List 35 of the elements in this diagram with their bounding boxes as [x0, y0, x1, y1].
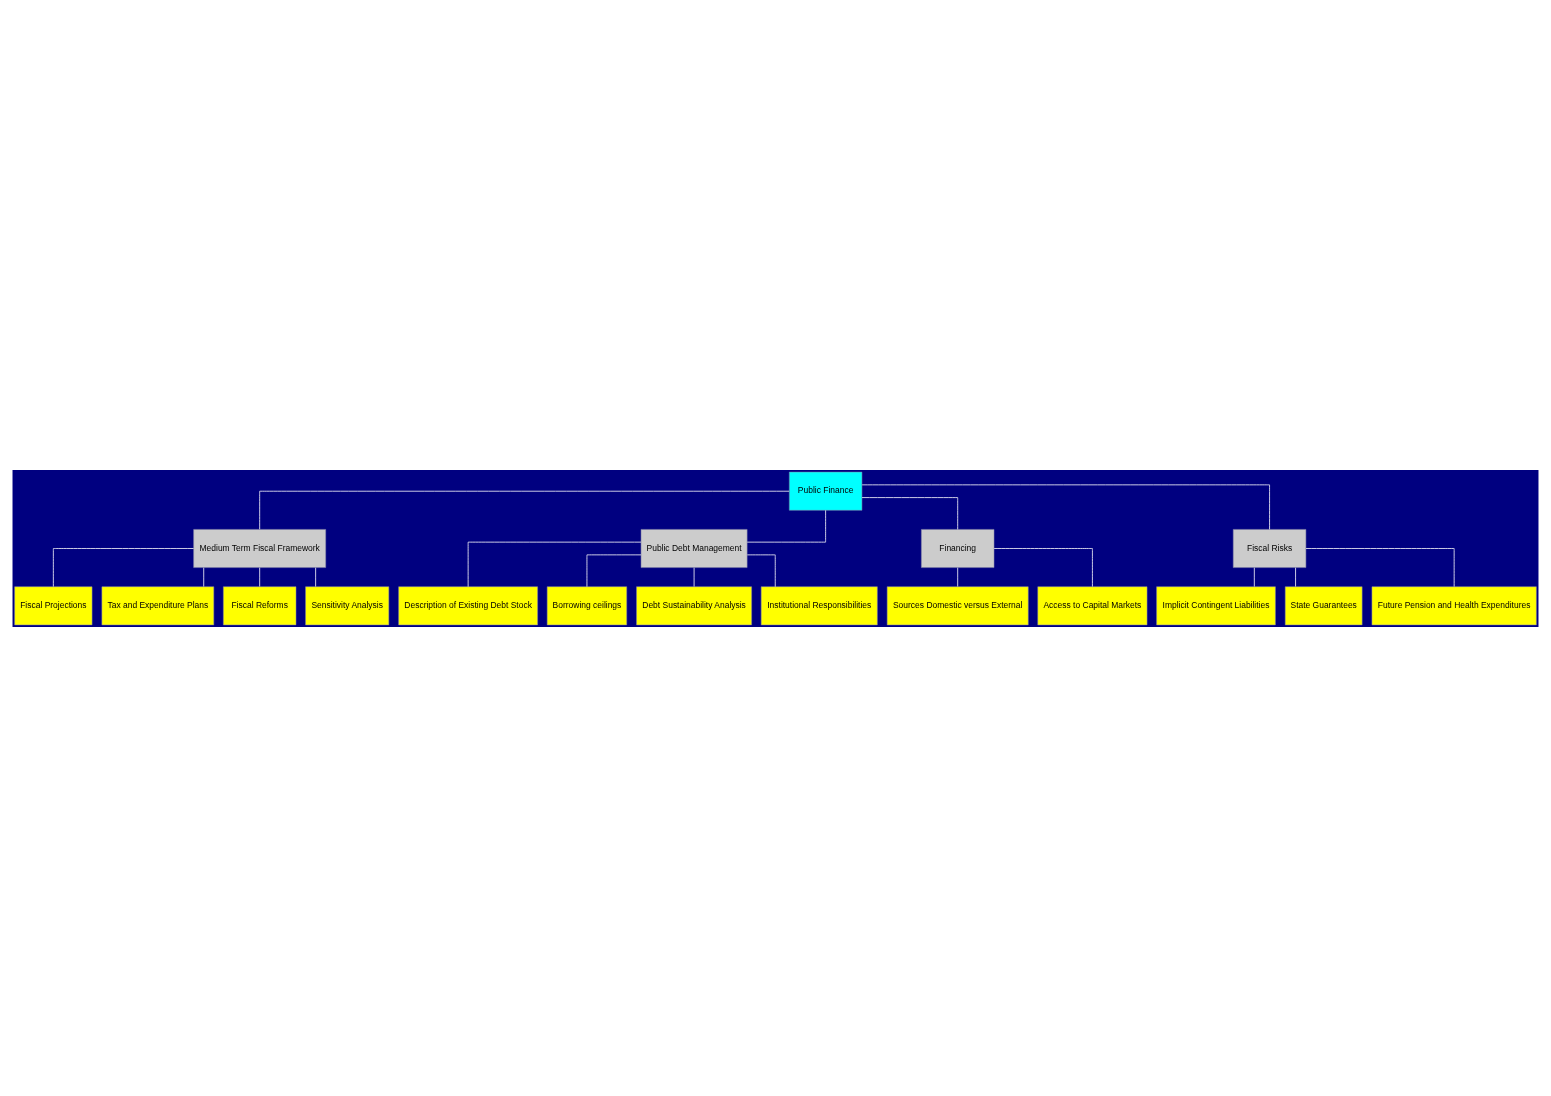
- connector: [52, 547, 194, 587]
- node-box: Public Finance: [789, 471, 863, 511]
- connector: [957, 566, 959, 587]
- connector: [203, 566, 205, 587]
- node-box: Institutional Responsibilities: [760, 585, 878, 625]
- connector: [1305, 547, 1455, 587]
- node-box: Tax and Expenditure Plans: [101, 585, 215, 625]
- connector: [861, 496, 959, 530]
- node-box: Implicit Contingent Liabilities: [1156, 585, 1276, 625]
- node-box: Fiscal Risks: [1232, 528, 1307, 568]
- connector: [746, 509, 826, 543]
- connector: [467, 541, 642, 587]
- node-box: Sources Domestic versus External: [886, 585, 1029, 625]
- connector: [746, 553, 776, 587]
- connector: [259, 490, 790, 530]
- node-box: Description of Existing Debt Stock: [398, 585, 538, 625]
- connector: [586, 553, 642, 587]
- connector: [693, 566, 695, 587]
- node-box: State Guarantees: [1284, 585, 1363, 625]
- node-box: Access to Capital Markets: [1037, 585, 1148, 625]
- connector: [861, 483, 1270, 530]
- node-box: Fiscal Projections: [14, 585, 93, 625]
- connector: [259, 566, 261, 587]
- node-box: Borrowing ceilings: [546, 585, 627, 625]
- node-box: Sensitivity Analysis: [305, 585, 390, 625]
- node-box: Debt Sustainability Analysis: [636, 585, 752, 625]
- node-box: Medium Term Fiscal Framework: [193, 528, 326, 568]
- connector: [1295, 566, 1296, 587]
- connector: [315, 566, 317, 587]
- node-box: Future Pension and Health Expenditures: [1371, 585, 1537, 625]
- node-box: Public Debt Management: [640, 528, 748, 568]
- node-box: Financing: [921, 528, 995, 568]
- node-box: Fiscal Reforms: [223, 585, 297, 625]
- connector: [1253, 566, 1255, 587]
- connector: [993, 547, 1093, 587]
